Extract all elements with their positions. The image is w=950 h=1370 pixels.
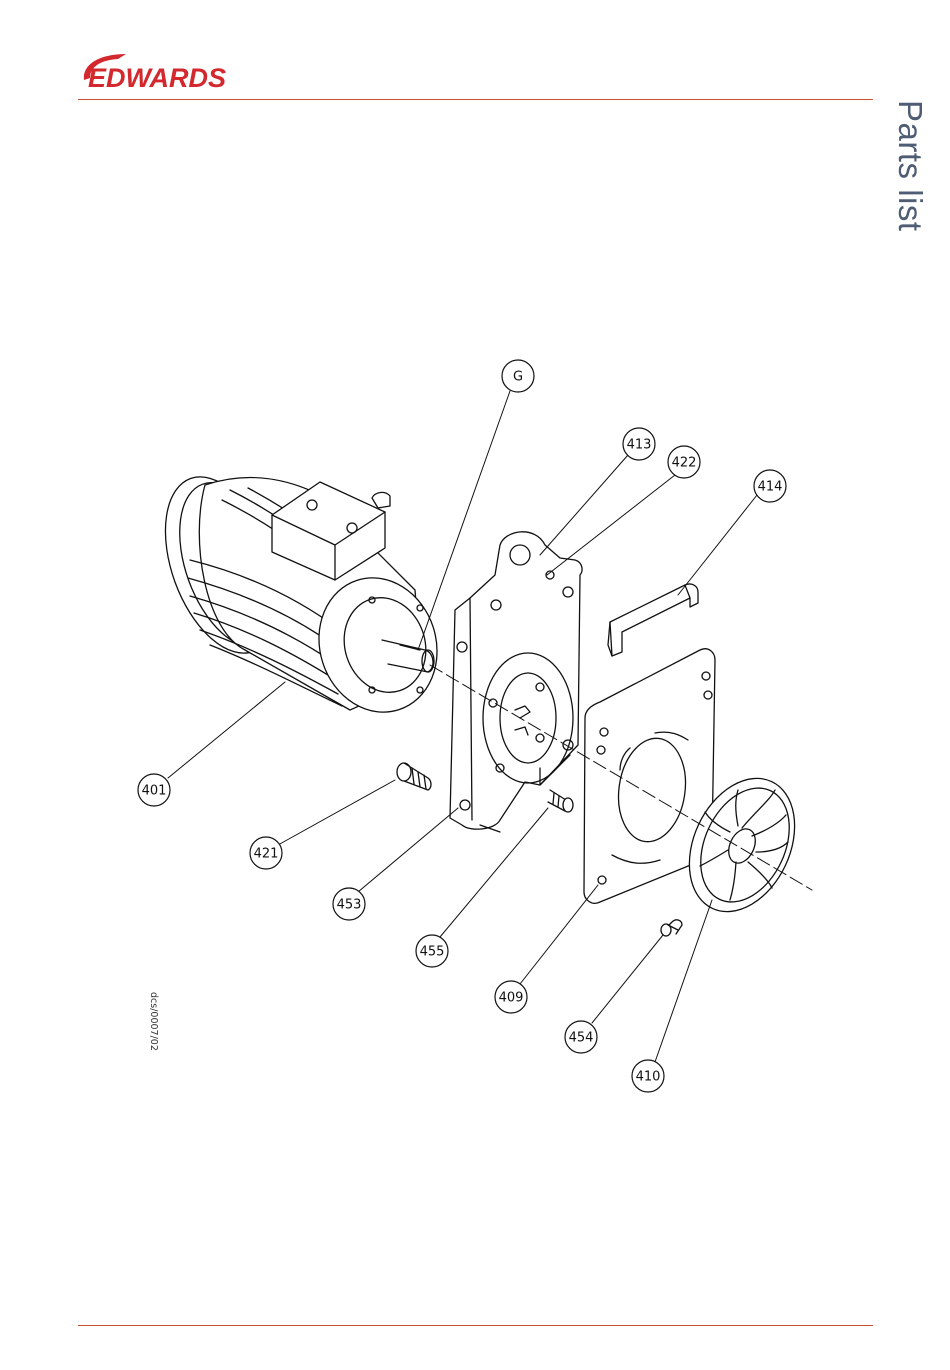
callout-label-414: 414 — [758, 480, 783, 495]
bracket-414 — [608, 584, 698, 656]
screw-455 — [548, 790, 573, 812]
callout-label-409: 409 — [499, 991, 524, 1006]
callout-label-G: G — [513, 370, 523, 385]
screw-421 — [397, 763, 431, 790]
adaptor-plate-453 — [450, 532, 582, 832]
callout-label-454: 454 — [569, 1031, 594, 1046]
callout-label-422: 422 — [672, 456, 697, 471]
callout-label-421: 421 — [254, 847, 279, 862]
callout-label-401: 401 — [142, 784, 167, 799]
callout-label-410: 410 — [636, 1070, 661, 1085]
callout-label-413: 413 — [627, 438, 652, 453]
callout-label-455: 455 — [420, 945, 445, 960]
screw-454 — [661, 920, 682, 936]
motor-401 — [144, 461, 455, 727]
callout-label-453: 453 — [337, 898, 362, 913]
